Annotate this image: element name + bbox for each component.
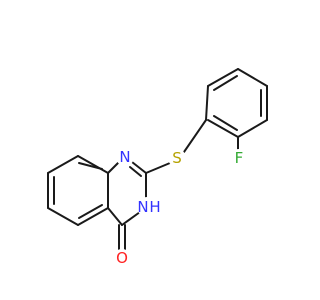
bond-c4p-c5p (237, 119, 268, 138)
bond-c1p-c2p (207, 68, 239, 87)
bond-c8a-n1 (107, 161, 120, 174)
bond-c4-c4a (107, 207, 123, 226)
molecule-structure-diagram: N N H S F O (47, 68, 268, 267)
atom-n3-label: N (137, 198, 148, 216)
bond-c5p-c6p-inner (213, 115, 238, 131)
atom-s-label: S (172, 149, 182, 167)
bond-c2-s (145, 162, 171, 174)
bond-s-ch2 (183, 119, 207, 153)
bond-n1-c2 (131, 161, 147, 174)
atom-n1: N (116, 148, 134, 166)
bond-n3-c4 (121, 211, 141, 226)
bond-c2p-c3p (237, 68, 268, 87)
atom-n1-label: N (119, 148, 130, 166)
bond-layer (47, 68, 268, 252)
bond-c8a-c8 (47, 155, 79, 174)
bond-c5p-c6p (207, 119, 239, 138)
bond-c7-c6 (47, 207, 79, 226)
atom-n3: N H (137, 197, 161, 217)
bond-c6-c5 (77, 207, 109, 226)
atom-n3-hydrogen-label: H (149, 198, 160, 216)
atom-label-layer: N N H S F O (113, 148, 248, 267)
bond-c4a-c8a-inner (78, 162, 103, 170)
bond-c4a-c8a (77, 155, 109, 174)
atom-o: O (113, 249, 131, 267)
bond-n1-c2-inner (129, 166, 142, 177)
atom-s: S (168, 149, 186, 167)
atom-f: F (230, 149, 248, 167)
atom-f-label: F (235, 149, 244, 167)
bond-c6-c5-inner (78, 204, 103, 219)
atom-o-label: O (116, 249, 128, 267)
bond-ch2-c1p (205, 85, 209, 121)
bond-c1p-c2p-inner (213, 75, 238, 91)
